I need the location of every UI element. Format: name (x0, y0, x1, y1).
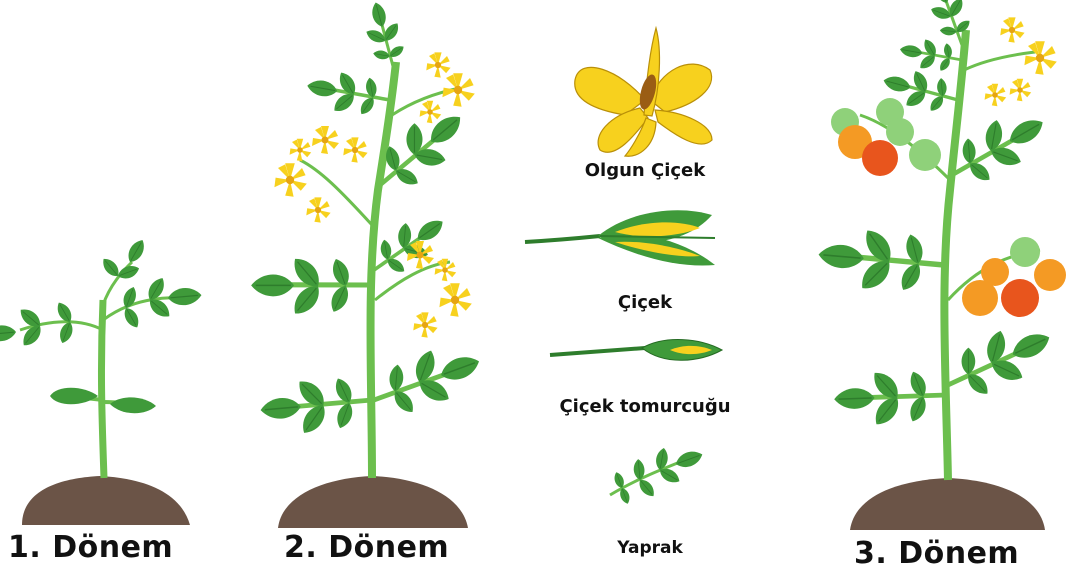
flowering-plant-illustration (245, 0, 488, 528)
flower-illustration (525, 210, 715, 265)
stage-3-label: 3. Dönem (854, 536, 1019, 571)
seedling-illustration (0, 237, 202, 525)
leaf-illustration (610, 447, 705, 505)
flower-bud-illustration (550, 340, 722, 361)
stage-2-label: 2. Dönem (284, 530, 449, 565)
mature-flower-illustration (575, 28, 712, 156)
fruiting-plant-illustration (810, 0, 1066, 530)
flower-bud-label: Çiçek tomurcuğu (540, 396, 750, 417)
leaf-label: Yaprak (585, 538, 715, 558)
flower-label: Çiçek (565, 292, 725, 313)
stage-1-label: 1. Dönem (8, 530, 173, 565)
mature-flower-label: Olgun Çiçek (565, 160, 725, 181)
